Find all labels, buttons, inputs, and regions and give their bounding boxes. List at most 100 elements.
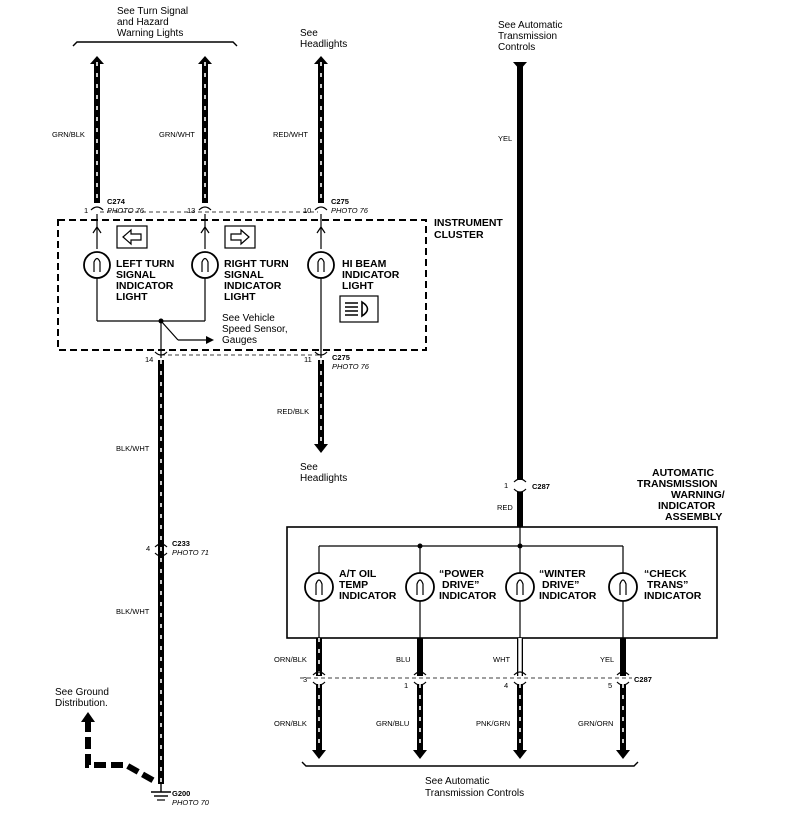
connector-c287-bottom: C287 (634, 675, 652, 684)
pin-14: 14 (145, 355, 153, 364)
wire-label-blu: BLU (396, 655, 411, 664)
cluster-title-line1: INSTRUMENT (434, 217, 503, 229)
arrow-head-icon (81, 712, 95, 722)
wire-label-orn-blk-bottom: ORN/BLK (274, 719, 307, 728)
ref-auto-trans-top-line3: Controls (498, 42, 535, 53)
assembly-title-line3: WARNING/ (671, 489, 725, 501)
left-turn-bulb-icon (83, 251, 111, 279)
connector-c274: C274 (107, 197, 126, 206)
ref-auto-trans-top-line2: Transmission (498, 31, 557, 42)
connector-c233: C233 (172, 539, 190, 548)
ref-ground-line2: Distribution. (55, 698, 108, 709)
wire-label-red: RED (497, 503, 513, 512)
wire-label-red-blk: RED/BLK (277, 407, 309, 416)
winter-drive-bulb-icon (505, 572, 535, 602)
connector-c275-top-photo: PHOTO 76 (331, 206, 369, 215)
right-turn-label-line2: SIGNAL (224, 269, 264, 281)
ground-icon (151, 784, 171, 801)
arrow-head-icon (312, 750, 326, 759)
ref-headlights-bottom-line2: Headlights (300, 473, 347, 484)
ref-ground-line1: See Ground (55, 687, 109, 698)
power-drive-label-line3: INDICATOR (439, 590, 497, 602)
check-trans-label-line2: TRANS” (647, 579, 688, 591)
wire-label-red-wht: RED/WHT (273, 130, 308, 139)
arrow-head-icon (616, 750, 630, 759)
right-turn-bulb-icon (191, 251, 219, 279)
power-drive-bulb-icon (405, 572, 435, 602)
ref-headlights-top-line2: Headlights (300, 39, 347, 50)
wire-label-yel-bottom: YEL (600, 655, 614, 664)
assembly-title-line4: INDICATOR (658, 500, 716, 512)
arrow-head-icon (413, 750, 427, 759)
turn-signal-bracket (72, 41, 238, 47)
auto-trans-assembly-box (286, 526, 718, 639)
connector-c275-bottom: C275 (332, 353, 350, 362)
pin-4-bottom: 4 (504, 681, 508, 690)
right-turn-label-line4: LIGHT (224, 291, 256, 303)
right-turn-label-line3: INDICATOR (224, 280, 282, 292)
check-trans-label-line3: INDICATOR (644, 590, 702, 602)
left-turn-label-line2: SIGNAL (116, 269, 156, 281)
wire-label-pnk-grn: PNK/GRN (476, 719, 510, 728)
wire-label-blk-wht-1: BLK/WHT (116, 444, 150, 453)
pin-5: 5 (608, 681, 612, 690)
wire-label-grn-blk: GRN/BLK (52, 130, 85, 139)
arrow-head-icon (314, 56, 328, 64)
pin-3: 3 (303, 675, 307, 684)
winter-drive-label-line3: INDICATOR (539, 590, 597, 602)
at-oil-label-line3: INDICATOR (339, 590, 397, 602)
ground-g200-photo: PHOTO 70 (172, 798, 210, 807)
left-arrow-icon (116, 225, 148, 249)
cluster-title-line2: CLUSTER (434, 229, 484, 241)
assembly-title-line5: ASSEMBLY (665, 511, 722, 523)
high-beam-icon (339, 295, 379, 323)
instrument-cluster-box (57, 219, 427, 351)
hi-beam-label-line3: LIGHT (342, 280, 374, 292)
assembly-title-line2: TRANSMISSION (637, 478, 718, 490)
pin-1-c287: 1 (504, 481, 508, 490)
pin-13: 13 (187, 206, 195, 215)
right-turn-label-line1: RIGHT TURN (224, 258, 289, 270)
winter-drive-label-line2: DRIVE” (542, 579, 579, 591)
wire-label-wht: WHT (493, 655, 510, 664)
connector-c274-photo: PHOTO 76 (107, 206, 145, 215)
wire-ground-splice (85, 720, 158, 785)
pin-11: 11 (304, 355, 312, 364)
connector-c275-bottom-photo: PHOTO 76 (332, 362, 370, 371)
connector-c275-top: C275 (331, 197, 349, 206)
connector-c233-photo: PHOTO 71 (172, 548, 209, 557)
check-trans-label-line1: “CHECK (644, 568, 687, 580)
wire-label-grn-orn: GRN/ORN (578, 719, 613, 728)
connector-c287-top: C287 (532, 482, 550, 491)
ref-turn-signal-line1: See Turn Signal (117, 6, 188, 17)
ref-auto-trans-top-line1: See Automatic (498, 20, 562, 31)
ref-auto-trans-bottom-line1: See Automatic (425, 776, 489, 787)
ref-headlights-bottom-line1: See (300, 462, 318, 473)
at-oil-label-line1: A/T OIL (339, 568, 377, 580)
hi-beam-label-line2: INDICATOR (342, 269, 400, 281)
ref-headlights-top-line1: See (300, 28, 318, 39)
pin-1-c274: 1 (84, 206, 88, 215)
power-drive-label-line1: “POWER (439, 568, 484, 580)
hi-beam-label-line1: HI BEAM (342, 258, 387, 270)
wire-label-blk-wht-2: BLK/WHT (116, 607, 150, 616)
pin-10: 10 (303, 206, 311, 215)
ref-vss-line1: See Vehicle (222, 313, 275, 324)
winter-drive-label-line1: “WINTER (539, 568, 586, 580)
ground-g200: G200 (172, 789, 190, 798)
arrow-head-icon (90, 56, 104, 64)
wire-label-orn-blk-top: ORN/BLK (274, 655, 307, 664)
ref-turn-signal-line3: Warning Lights (117, 28, 183, 39)
check-trans-bulb-icon (608, 572, 638, 602)
pin-4-c233: 4 (146, 544, 150, 553)
ref-turn-signal-line2: and Hazard (117, 17, 169, 28)
pin-1-bottom: 1 (404, 681, 408, 690)
at-oil-label-line2: TEMP (339, 579, 368, 591)
ref-vss-line3: Gauges (222, 335, 257, 346)
wire-label-grn-wht: GRN/WHT (159, 130, 195, 139)
right-arrow-icon (224, 225, 256, 249)
arrow-head-icon (513, 750, 527, 759)
power-drive-label-line2: DRIVE” (442, 579, 479, 591)
trans-controls-bracket (301, 761, 639, 767)
